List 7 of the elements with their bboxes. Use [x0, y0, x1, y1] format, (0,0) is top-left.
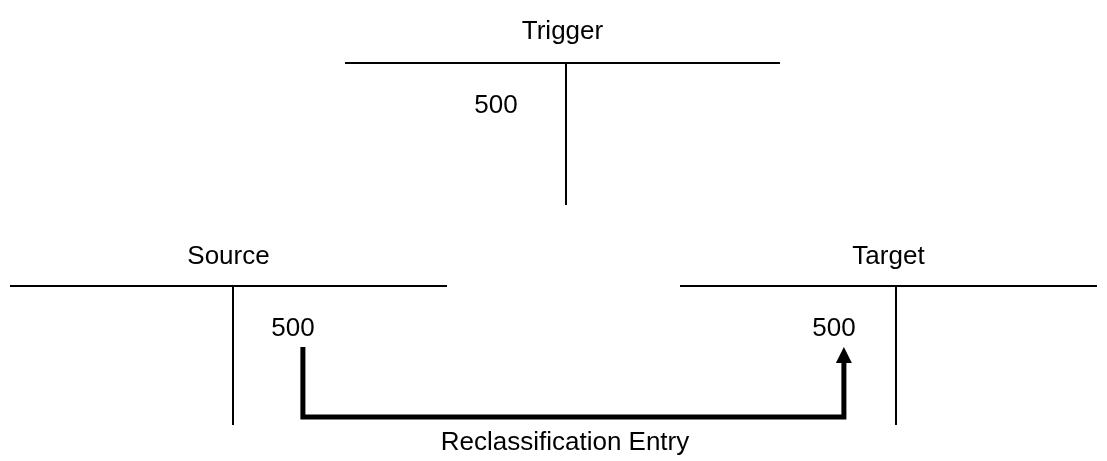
amount: 500 [260, 309, 326, 345]
amount: 500 [801, 309, 867, 345]
amount: 500 [463, 86, 529, 122]
account-title: Trigger [520, 14, 605, 47]
account-title: Source [186, 239, 271, 272]
account-title: Target [851, 239, 926, 272]
arrow [300, 347, 852, 420]
